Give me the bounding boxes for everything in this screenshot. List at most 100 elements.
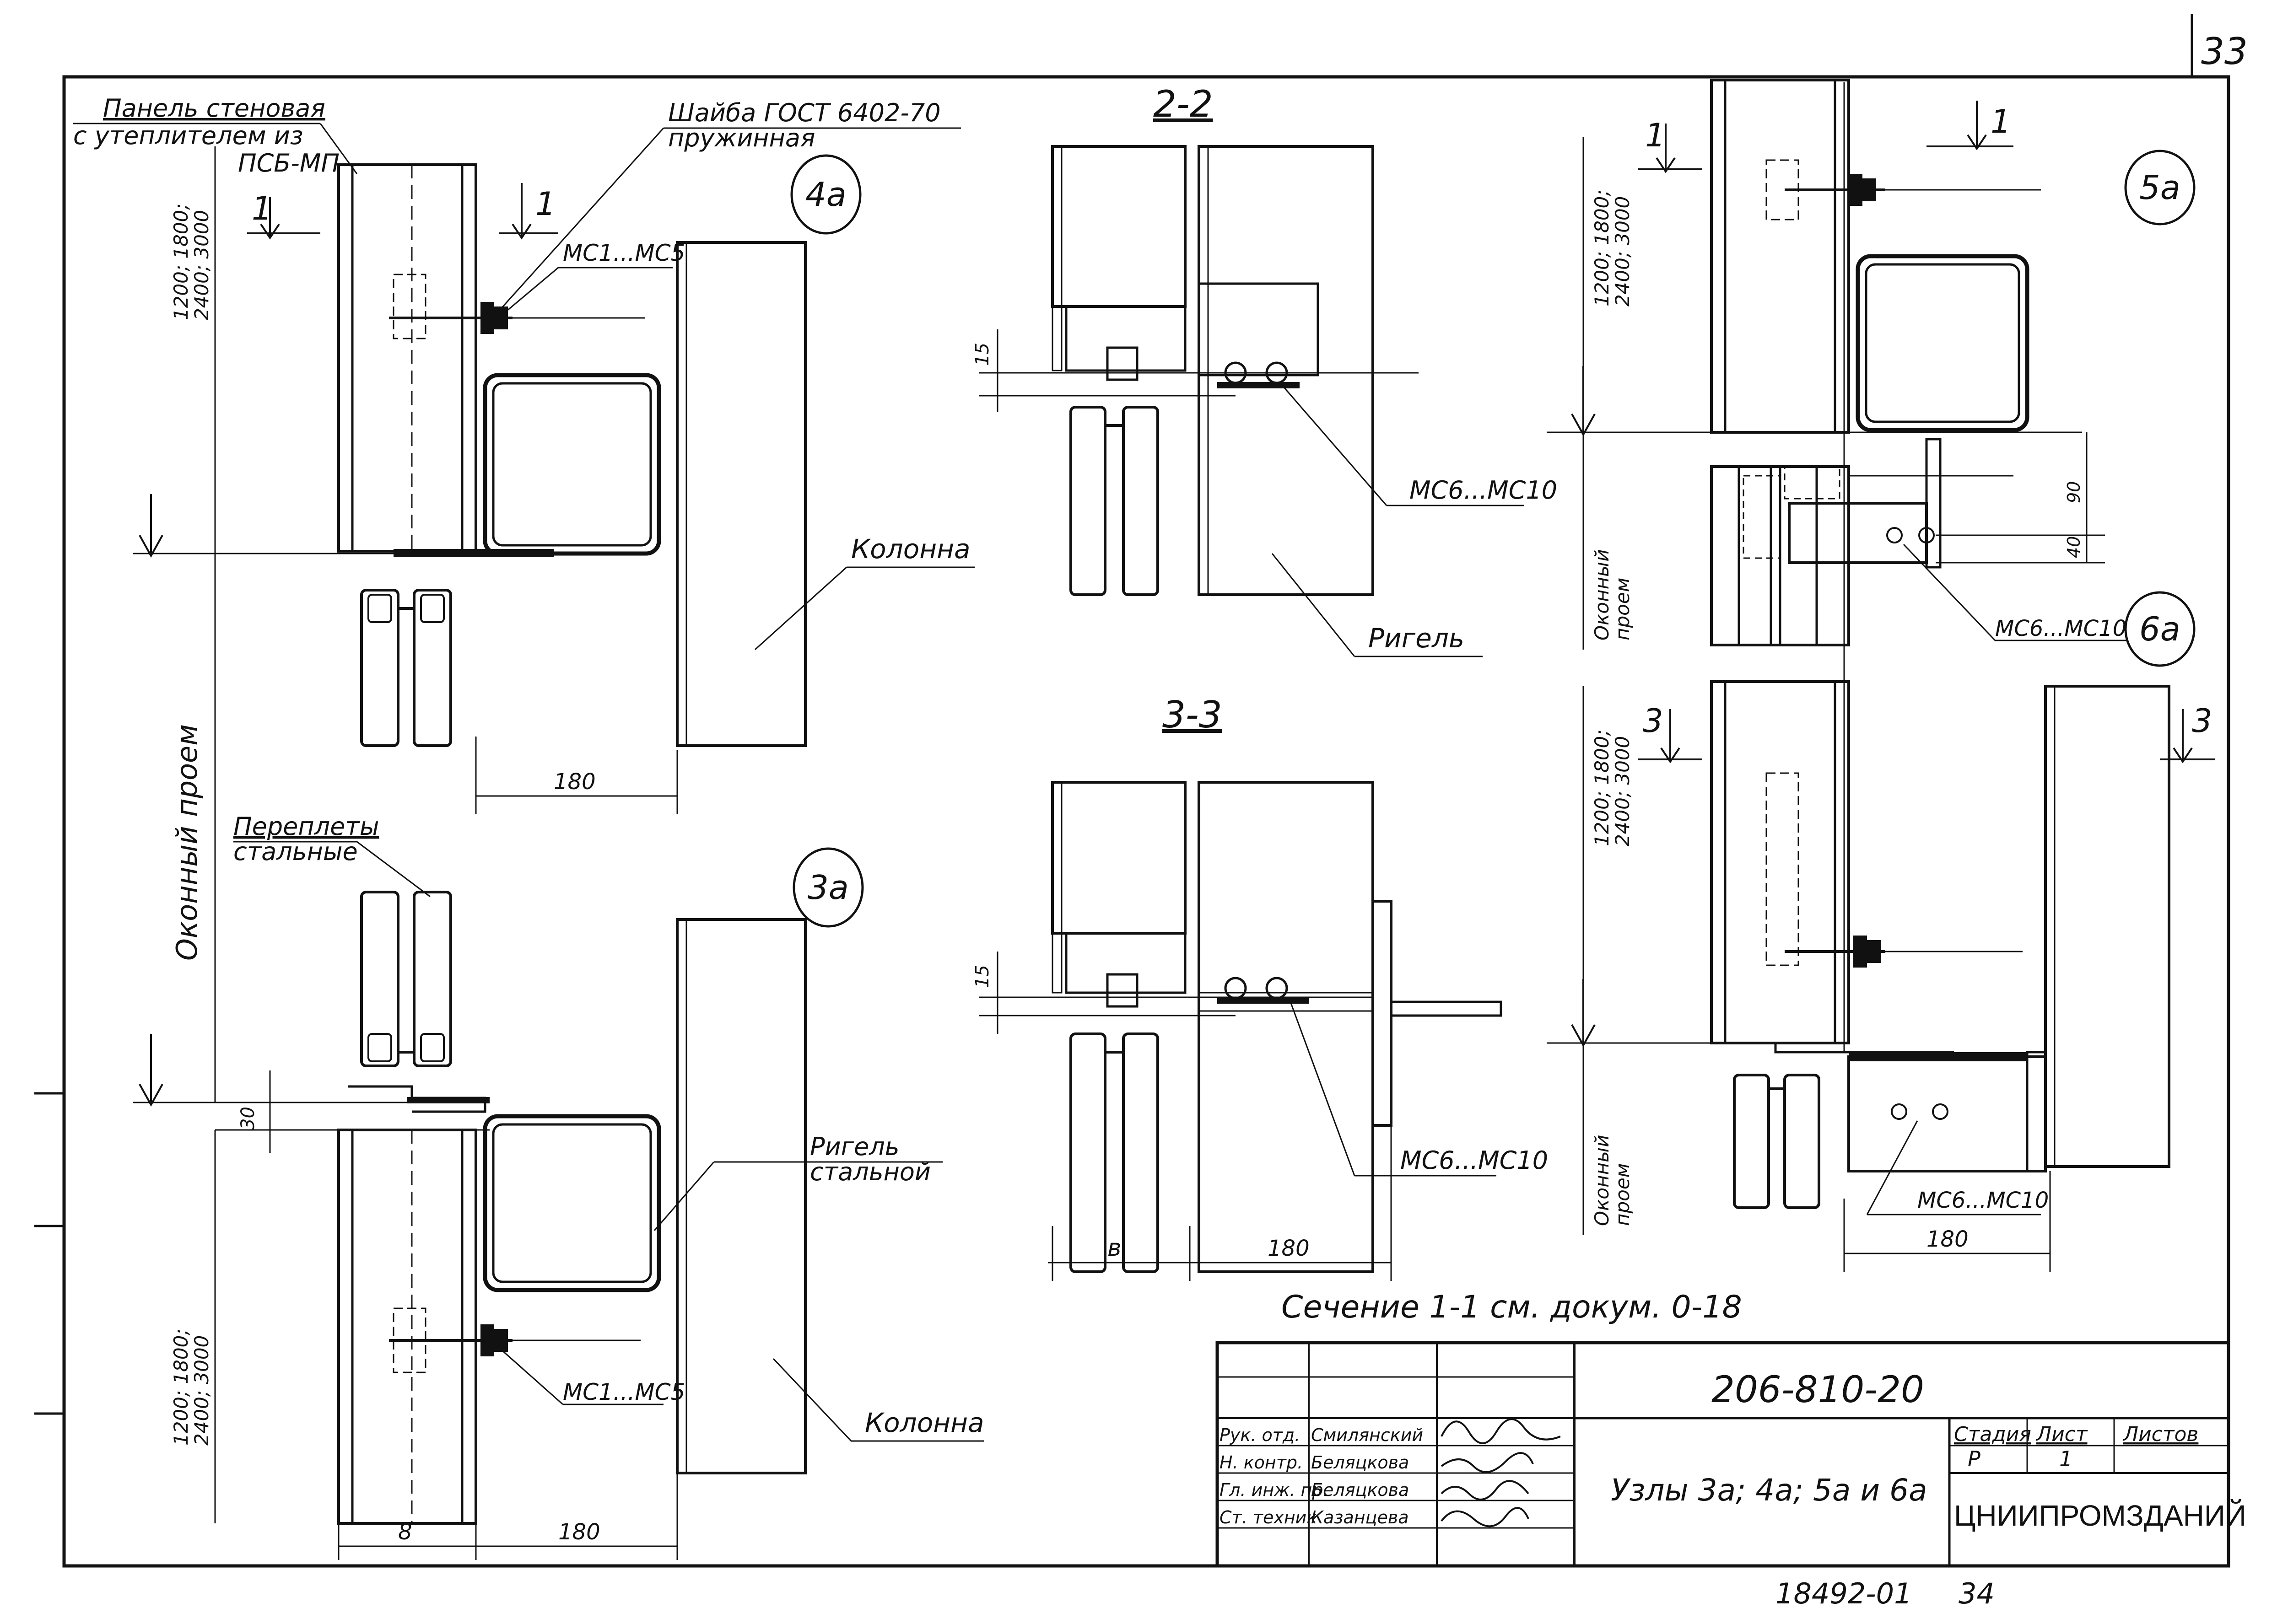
node-marker-3a-label: 3a: [808, 868, 849, 907]
role-0: Рук. отд.: [1220, 1425, 1300, 1445]
girder-label-1: Ригель: [810, 1132, 900, 1161]
name-3: Казанцева: [1311, 1507, 1409, 1527]
column: [2044, 685, 2170, 1168]
node-marker-5a: [2124, 150, 2196, 226]
name-1: Беляцкова: [1311, 1452, 1409, 1473]
girder-label: Ригель: [1368, 623, 1464, 654]
document-code: 206-810-20: [1711, 1368, 1924, 1411]
section-mark-right: 1: [535, 185, 556, 223]
role-1: Н. контр.: [1220, 1452, 1303, 1473]
dim-180: 180: [1268, 1236, 1310, 1261]
height-label-1: 1200; 1800;: [170, 204, 192, 320]
dim-15: 15: [972, 343, 993, 366]
node-marker-4a: [790, 154, 862, 235]
washer-label-1: Шайба ГОСТ 6402-70: [668, 98, 941, 127]
window-label-1: Оконный: [1591, 549, 1613, 641]
girder-tube: [483, 373, 661, 556]
frames-label-1: Переплеты: [233, 812, 379, 841]
col-sheet: Лист: [2035, 1423, 2088, 1446]
column-label: Колонна: [865, 1407, 984, 1438]
footer-page: 34: [1959, 1577, 1995, 1610]
height-label-2: 2400; 3000: [1611, 736, 1634, 846]
section-title: 2-2: [1153, 83, 1213, 125]
height-label-1: 1200; 1800;: [1591, 730, 1613, 846]
bolt-label: МС1...МС5: [563, 240, 685, 266]
panel-label-1: Панель стеновая: [103, 94, 325, 123]
name-0: Смилянский: [1311, 1425, 1423, 1445]
node-marker-4a-label: 4a: [805, 175, 847, 214]
wall-panel: [337, 1129, 477, 1525]
organization: ЦНИИПРОМЗДАНИЙ: [1954, 1499, 2246, 1532]
panel-label-3: ПСБ-МП: [238, 149, 340, 177]
footer-number: 18492-01: [1775, 1577, 1912, 1610]
section-mark-left: 1: [252, 190, 272, 227]
wood-insert: [1065, 305, 1187, 372]
dim-180: 180: [554, 769, 596, 795]
height-label-2: 2400; 3000: [190, 210, 213, 320]
stage-value: Р: [1968, 1447, 1980, 1471]
height-label-2: 2400; 3000: [190, 1335, 213, 1446]
dim-b: в: [1107, 1234, 1122, 1262]
dim-180: 180: [558, 1519, 600, 1545]
dim-40: 40: [2064, 536, 2084, 558]
section-mark-right: 1: [1991, 103, 2011, 140]
bolt-label: МС6...МС10: [1995, 616, 2126, 641]
node-3a: 30 1200; 1800; 2400; 3000 Переплеты стал…: [133, 812, 984, 1560]
column: [676, 918, 807, 1474]
window-label-2: проем: [1611, 578, 1634, 640]
col-stage: Стадия: [1954, 1423, 2031, 1446]
section-2-2: 2-2 15 МС6...МС10 Ригель: [972, 83, 1557, 657]
role-3: Ст. техник: [1220, 1507, 1317, 1527]
wall-panel: [337, 163, 477, 553]
window-opening-left: Оконный проем: [170, 554, 216, 1102]
bolt-label: МС6...МС10: [1400, 1146, 1548, 1175]
window-label-1: Оконный: [1591, 1135, 1613, 1226]
height-label-2: 2400; 3000: [1611, 196, 1634, 307]
height-label-1: 1200; 1800;: [1591, 190, 1613, 307]
height-label-1: 1200; 1800;: [170, 1329, 192, 1446]
bolt-label: МС6...МС10: [1917, 1188, 2049, 1213]
node-4a: 1200; 1800; 2400; 3000 1 1 Панель стенов…: [73, 94, 975, 814]
section-3-3: 3-3 15 МС6...МС10 в 180: [972, 694, 1548, 1281]
panel-label-2: с утеплителем из: [73, 121, 303, 150]
sheet-value: 1: [2059, 1447, 2072, 1471]
name-2: Беляцкова: [1311, 1480, 1409, 1500]
node-marker-3a: [793, 847, 864, 928]
dim-90: 90: [2064, 481, 2084, 503]
bolt-label: МС1...МС5: [563, 1379, 685, 1405]
steel-window-frame: [360, 891, 452, 1067]
wall-panel: [1710, 680, 1850, 1044]
node-5a: Оконный проем 1200; 1800; 2400; 3000 1 1…: [1547, 79, 2196, 1052]
steel-window-frame: [360, 589, 452, 747]
section-note: Сечение 1-1 см. докум. 0-18: [1281, 1289, 1742, 1325]
section-mark-left: 3: [1643, 702, 1663, 740]
girder-tube: [483, 1114, 661, 1292]
bolt-label: МС6...МС10: [1409, 476, 1557, 505]
dim-180: 180: [1926, 1226, 1969, 1252]
page-number: 33: [2201, 30, 2248, 73]
column: [676, 241, 807, 747]
section-title: 3-3: [1162, 694, 1222, 736]
drawing-title: Узлы 3а; 4а; 5а и 6а: [1611, 1473, 1927, 1508]
dim-b: 8: [398, 1519, 412, 1545]
signatures: [1441, 1418, 1561, 1527]
wood-insert: [1065, 932, 1187, 994]
col-sheets: Листов: [2122, 1423, 2198, 1446]
column-label: Колонна: [851, 533, 971, 565]
dim-30: 30: [237, 1107, 259, 1130]
sheet-frame: 33: [34, 14, 2248, 1568]
wall-panel: [1710, 79, 1850, 434]
window-opening-label: Оконный проем: [170, 724, 204, 961]
title-block: 206-810-20 Узлы 3а; 4а; 5а и 6а Стадия Л…: [1215, 1341, 2246, 1568]
role-2: Гл. инж. пр.: [1220, 1480, 1329, 1500]
node-6a: 6a Оконный проем 1200; 1800; 2400; 3000: [1547, 591, 2215, 1272]
node-marker-6a: [2124, 591, 2196, 667]
section-mark-left: 1: [1645, 117, 1666, 154]
girder-tube: [1856, 254, 2029, 432]
roles-table: Рук. отд. Смилянский Н. контр. Беляцкова…: [1220, 1425, 1423, 1527]
window-label-2: проем: [1611, 1163, 1634, 1226]
node-marker-5a-label: 5a: [2139, 168, 2180, 207]
node-marker-6a-label: 6a: [2139, 610, 2180, 648]
dim-15: 15: [972, 965, 993, 988]
